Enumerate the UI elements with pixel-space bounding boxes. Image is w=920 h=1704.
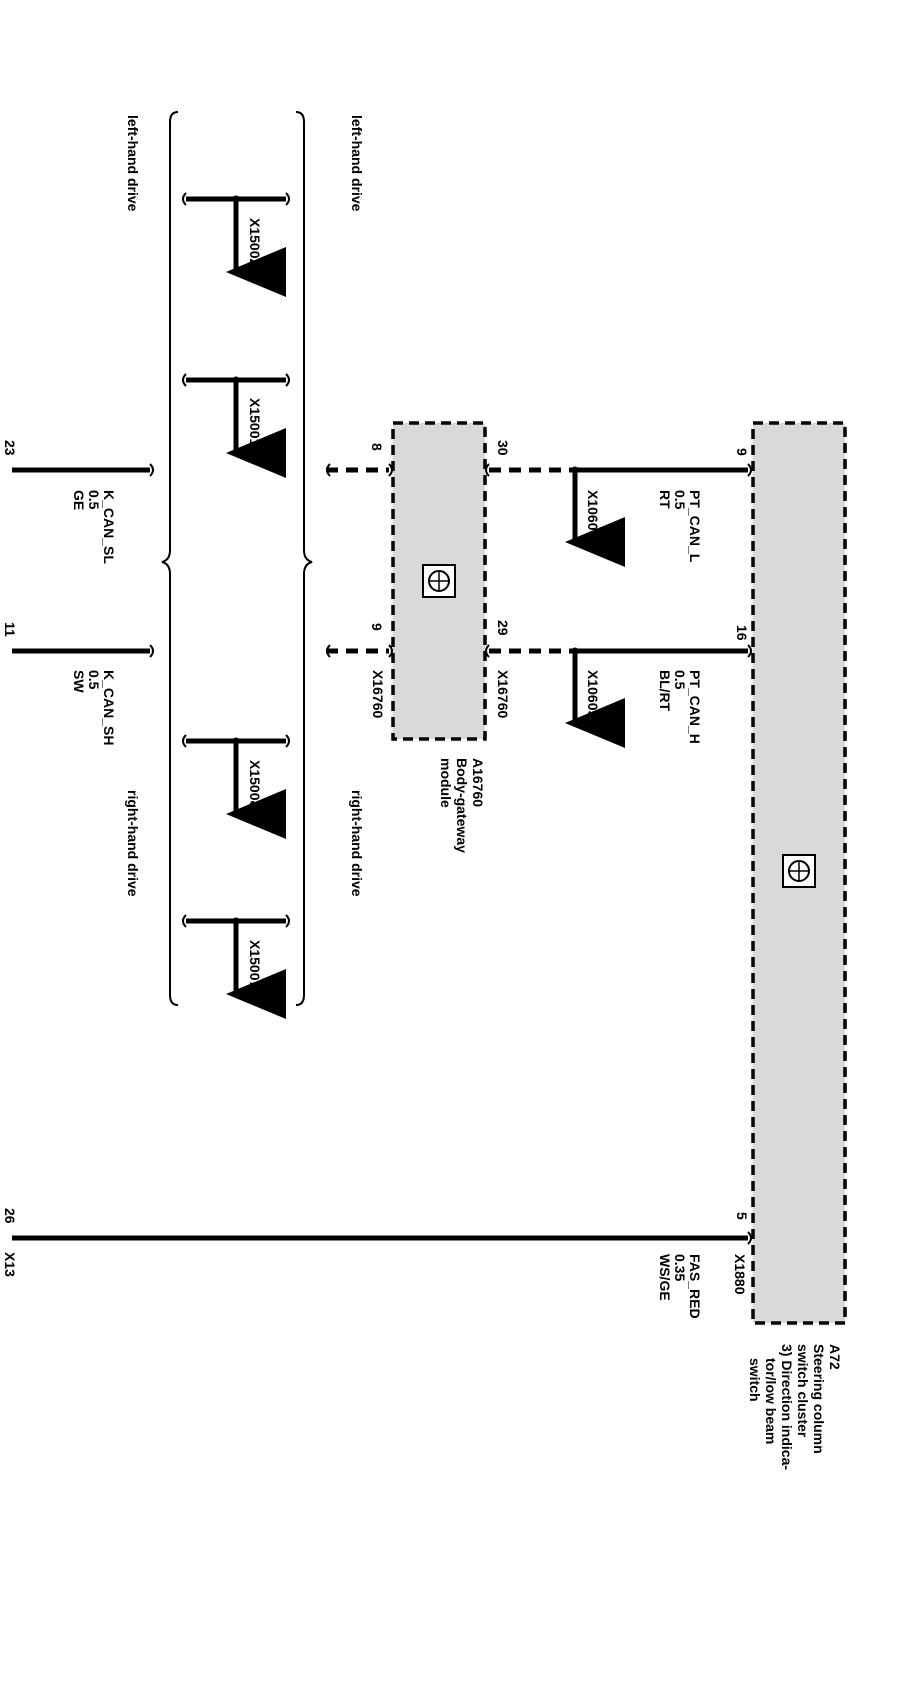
pt-can-l-size: 0.5 — [672, 490, 688, 510]
splice-x15001: X15001 — [182, 373, 290, 478]
edge-mark-fas-red-bottom: X13 — [2, 1252, 18, 1277]
k-can-sl-size: 0.5 — [86, 490, 102, 510]
fas-red-a72-pin-mark — [747, 1231, 752, 1245]
splice-x15008: X15008 — [182, 734, 290, 839]
pt-can-l-gw-pin-mark — [485, 463, 490, 477]
splice-x15001-label: X15001 — [247, 398, 263, 446]
k-can-sl-color: GE — [71, 490, 87, 510]
k-can-sh-name: K_CAN_SH — [101, 670, 117, 745]
edge-mark-k-can-sh: 11 — [2, 622, 18, 637]
k-can-sh-color: SW — [71, 670, 87, 693]
lhd-label-outer: left-hand drive — [349, 115, 365, 212]
a72-module-symbol-icon — [782, 854, 816, 888]
variant-brace-right — [295, 111, 313, 1006]
splice-x15002: X15002 — [182, 192, 290, 297]
k-can-sl-gw-pin-mark — [388, 463, 393, 477]
pt-can-l-pin-gw: 30 — [495, 440, 511, 456]
splice-x15007-label: X15007 — [247, 940, 263, 988]
gateway-connector-bottom-label: X16760 — [370, 670, 386, 718]
pt-can-h-splice-label: X10605 — [585, 670, 601, 718]
edge-mark-fas-red-top: 26 — [2, 1208, 18, 1224]
splice-x15002-label: X15002 — [247, 218, 263, 266]
pt-can-l-splice-label: X10606 — [585, 490, 601, 538]
k-can-sh-break-mark-left — [149, 644, 154, 658]
pt-can-l-color: RT — [657, 490, 673, 509]
k-can-sh-size: 0.5 — [86, 670, 102, 690]
pt-can-h-size: 0.5 — [672, 670, 688, 690]
pt-can-h-name: PT_CAN_H — [687, 670, 703, 744]
a72-name-line-2: switch cluster — [795, 1344, 811, 1438]
edge-mark-k-can-sl: 23 — [2, 440, 18, 456]
k-can-sl-pin-gw: 8 — [369, 443, 385, 451]
pt-can-l-pin-a72: 9 — [734, 448, 750, 456]
fas-red-color: WS/GE — [657, 1254, 673, 1301]
a72-name-line-5: switch — [747, 1358, 763, 1402]
pt-can-h-gw-pin-mark — [485, 644, 490, 658]
gateway-ref: A16760 — [470, 758, 486, 807]
k-can-sl-name: K_CAN_SL — [101, 490, 117, 564]
k-can-sh-gw-pin-mark — [388, 644, 393, 658]
k-can-sh-pin-gw: 9 — [369, 623, 385, 631]
gateway-name-line-2: module — [438, 758, 454, 808]
splice-x15008-label: X15008 — [247, 760, 263, 808]
pt-can-l-a72-pin-mark — [747, 463, 752, 477]
a72-name-line-1: Steering column — [811, 1344, 827, 1454]
fas-red-pin-a72: 5 — [734, 1212, 750, 1220]
a72-ref: A72 — [827, 1344, 843, 1370]
splice-x15007: X15007 — [182, 914, 290, 1019]
k-can-sh-break-mark-right — [326, 644, 331, 658]
pt-can-l-name: PT_CAN_L — [687, 490, 703, 563]
pt-can-h-a72-pin-mark — [747, 644, 752, 658]
pt-can-h-color: BL/RT — [657, 670, 673, 712]
pt-can-h-pin-a72: 16 — [734, 625, 750, 641]
rhd-label-inner: right-hand drive — [125, 790, 141, 897]
gateway-module-symbol-icon — [422, 564, 456, 598]
gateway-connector-top-label: X16760 — [495, 670, 511, 718]
rhd-label-outer: right-hand drive — [349, 790, 365, 897]
variant-brace-left — [161, 111, 179, 1006]
gateway-name-line-1: Body-gateway — [454, 758, 470, 853]
fas-red-size: 0.35 — [672, 1254, 688, 1281]
lhd-label-inner: left-hand drive — [125, 115, 141, 212]
a72-name-line-3: 3) Direction indica- — [779, 1344, 795, 1470]
fas-red-name: FAS_RED — [687, 1254, 703, 1319]
k-can-sl-break-mark-right — [326, 463, 331, 477]
pt-can-h-pin-gw: 29 — [495, 620, 511, 636]
fas-red-connector-label: X1880 — [732, 1254, 748, 1295]
a72-name-line-4: tor/low beam — [763, 1358, 779, 1444]
k-can-sl-break-mark-left — [149, 463, 154, 477]
